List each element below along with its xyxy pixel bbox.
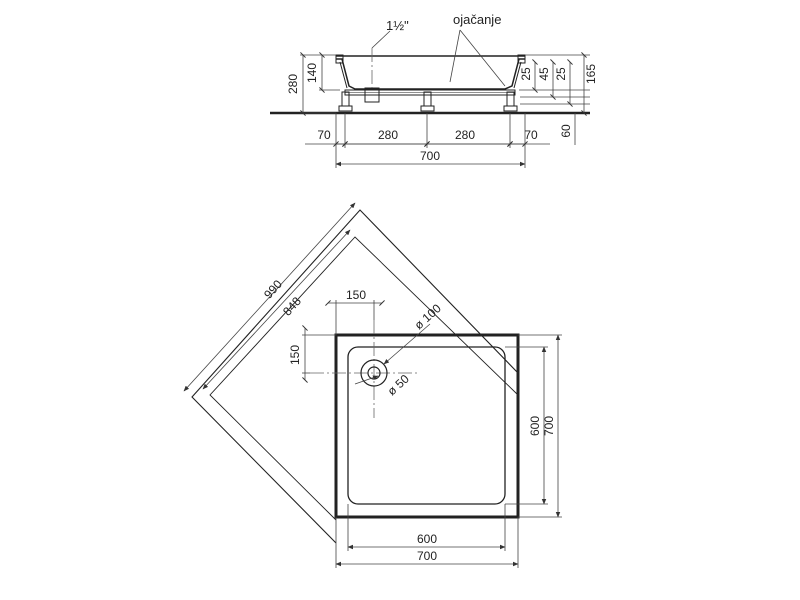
outer-width-text: 700 (417, 549, 437, 563)
inner-height-text: 600 (528, 416, 542, 436)
tray-height-text: 140 (305, 63, 319, 83)
left-span-text: 280 (378, 128, 398, 142)
reinforcement-label: ojačanje (453, 12, 501, 27)
drain-y-text: 150 (288, 345, 302, 365)
reinforcement-leader-b (459, 29, 506, 87)
side-view: 1½" ojačanje 280 140 25 45 25 165 60 (270, 12, 598, 168)
dim-diagonal-inner (202, 229, 351, 390)
foot-height-text: 60 (559, 124, 573, 138)
drain-outer-ring (360, 359, 388, 387)
inner-width-text: 600 (417, 532, 437, 546)
outlet-leader (371, 30, 391, 49)
feet (338, 91, 518, 112)
right-total-text: 165 (584, 64, 598, 84)
rim-b-text: 45 (537, 67, 551, 81)
reinforcement-leader-a (449, 29, 461, 83)
rim-a-text: 25 (519, 67, 533, 81)
outer-height-text: 700 (542, 416, 556, 436)
diagonal-outline-inner (209, 236, 519, 521)
drain-outer-leader (383, 323, 431, 365)
rim-left (335, 54, 344, 64)
tray-basin (347, 346, 506, 505)
right-offset-text: 70 (524, 128, 538, 142)
right-span-text: 280 (455, 128, 475, 142)
drain-x-text: 150 (346, 288, 366, 302)
rim-right (517, 54, 526, 64)
drain-inner-leader (354, 375, 379, 385)
tray-wall-inner (339, 61, 522, 89)
outlet-label: 1½" (386, 18, 409, 33)
left-offset-text: 70 (317, 128, 331, 142)
plan-view: 150 150 ø 100 ø 50 990 848 600 700 600 7… (183, 202, 562, 568)
tray-profile (336, 58, 525, 90)
drain-outer-diameter-text: ø 100 (412, 301, 444, 332)
rim-c-text: 25 (554, 67, 568, 81)
drain-inner-diameter-text: ø 50 (385, 372, 412, 399)
overall-width-side-text: 700 (420, 149, 440, 163)
total-height-text: 280 (286, 74, 300, 94)
tray-outer-edge (334, 333, 520, 519)
diagonal-outline-outer (191, 209, 519, 544)
